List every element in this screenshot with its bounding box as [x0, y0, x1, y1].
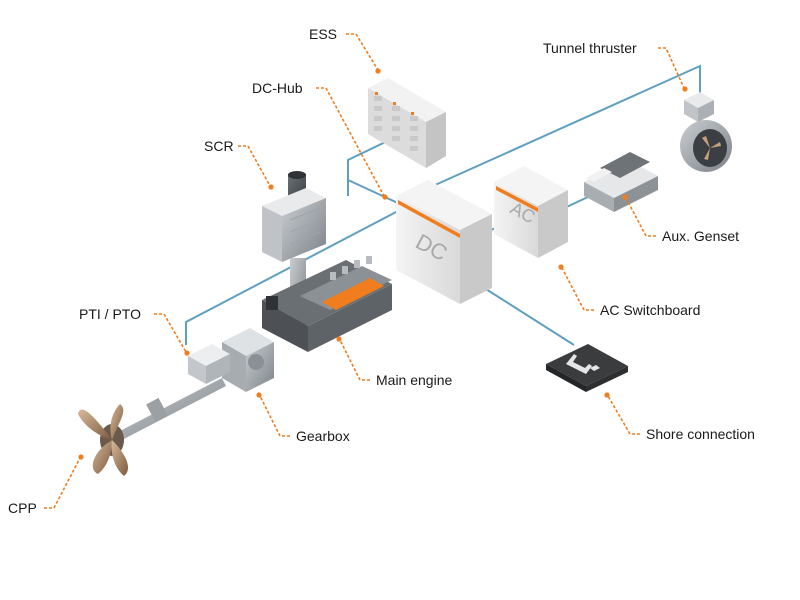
propeller-shaft: [118, 378, 226, 440]
pti-pto-machine: [188, 344, 230, 384]
dc-hub-cabinet: DC: [396, 180, 492, 304]
label-pti-pto: PTI / PTO: [79, 306, 141, 322]
callout-lines: [44, 33, 688, 509]
label-aux-genset: Aux. Genset: [662, 228, 740, 244]
label-dc-hub: DC-Hub: [252, 80, 303, 96]
main-engine: [262, 256, 392, 352]
tunnel-thruster: [680, 92, 732, 172]
label-ess: ESS: [309, 26, 338, 42]
label-shore-connection: Shore connection: [646, 426, 755, 442]
label-scr: SCR: [204, 138, 234, 154]
ess-battery-racks: [368, 78, 446, 168]
aux-genset: [584, 152, 658, 212]
label-main-engine: Main engine: [376, 372, 453, 388]
shore-power-plug-icon: [566, 354, 600, 374]
ac-switchboard-cabinet: AC: [494, 166, 568, 258]
cpp-propeller: [78, 404, 128, 476]
shore-connection-box: [546, 344, 628, 392]
label-gearbox: Gearbox: [296, 428, 350, 444]
label-tunnel-thruster: Tunnel thruster: [543, 40, 637, 56]
label-ac-switchboard: AC Switchboard: [600, 302, 701, 318]
label-cpp: CPP: [8, 500, 37, 516]
